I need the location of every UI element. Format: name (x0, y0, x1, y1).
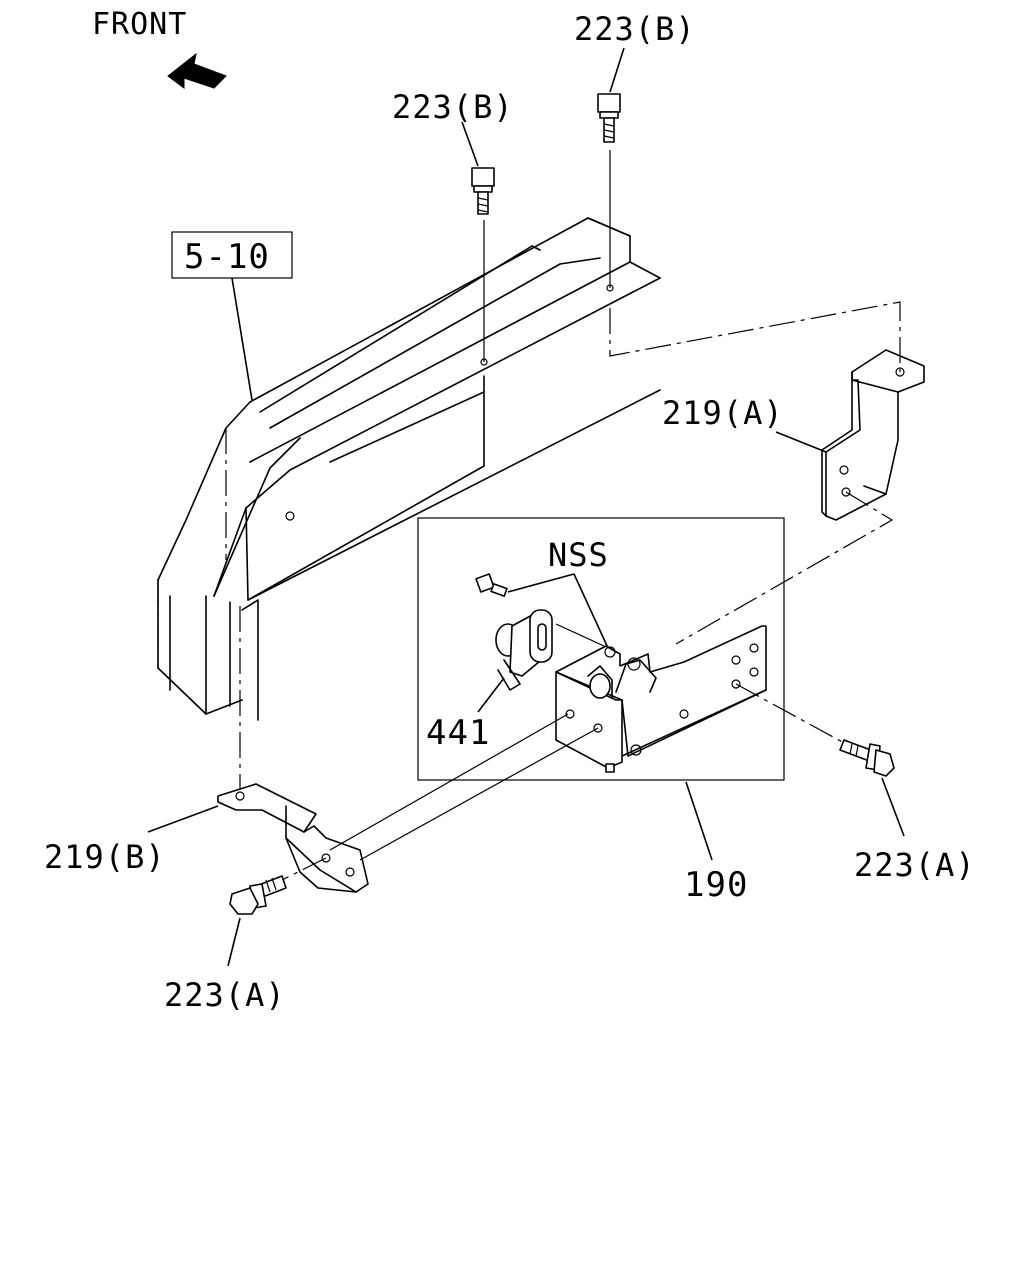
nss-leaders (507, 573, 609, 649)
bolt-223a-right-label: 223(A) (854, 846, 976, 884)
bracket-219b-label: 219(B) (44, 838, 166, 876)
assembly-190-label: 190 (684, 865, 748, 905)
assembly-190-box (417, 517, 785, 861)
switch-441 (477, 609, 605, 713)
front-label: FRONT (92, 7, 187, 42)
bracket-219b (147, 606, 599, 893)
nss-bolt (475, 573, 508, 597)
bolt-223a-right (735, 683, 905, 837)
bolt-223a-left-label: 223(A) (164, 976, 286, 1014)
bracket-190 (555, 625, 767, 773)
bracket-219a (609, 301, 925, 645)
ref-box: 5-10 (171, 231, 293, 401)
bolt-223b-left-label: 223(B) (392, 88, 514, 126)
arrow-left-icon (167, 52, 227, 89)
nss-label: NSS (548, 536, 609, 574)
bolt-223b-left (461, 121, 495, 362)
bracket-219a-label: 219(A) (662, 394, 784, 432)
frame-rail (157, 217, 661, 721)
bolt-223a-left (227, 857, 327, 967)
ref-box-label: 5-10 (184, 237, 270, 277)
bolt-223b-right (597, 47, 625, 288)
switch-441-label: 441 (426, 713, 490, 753)
bolt-223b-right-label: 223(B) (574, 10, 696, 48)
